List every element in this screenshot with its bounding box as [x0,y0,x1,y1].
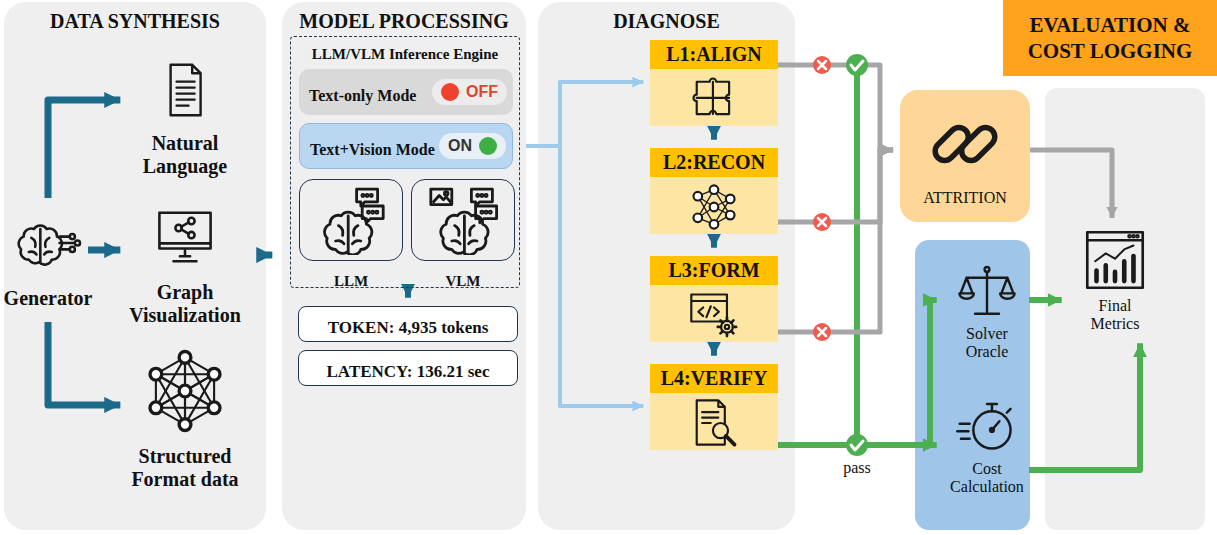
panel-ground [282,2,526,530]
node-label: Text-only Mode [309,78,416,105]
model-frame [299,179,403,261]
icon-chart [1082,227,1148,293]
fail-mark [813,56,831,74]
stat-box: LATENCY: 136.21 sec [298,350,518,386]
model-box: LLM [299,179,403,290]
flow-arrow [405,288,411,298]
icon-chain [923,105,1007,183]
icon-code [687,288,741,342]
section-title: EVALUATION & COST LOGGING [1013,12,1207,65]
flow-arrow [48,100,120,198]
evaluation-node: Cost Calculation [945,390,1029,500]
icon-net [143,349,227,433]
node-label: L3:FORM [650,256,778,285]
node-label: Natural Language [130,124,240,178]
icon-scale [957,261,1017,321]
flow-arrow [1029,297,1062,303]
flow-arrow [48,322,120,405]
generator-node: Generator [8,198,88,322]
edge-label-holder: pass [840,459,874,477]
edge-label: pass [840,459,874,477]
icon-gen [12,211,84,275]
flow-arrow [778,150,893,332]
level-box: L3:FORM [650,256,778,342]
node-label: Text+Vision Mode [310,132,435,159]
flow-arrow [711,234,717,248]
section-title: MODEL PROCESSING [282,2,526,33]
flow-arrow [1030,150,1112,218]
data-format: Structured Format data [130,340,240,500]
fail-mark [813,213,831,231]
flow-arrow [778,150,893,222]
panel-ground [1045,88,1205,530]
mode-toggle: Text+Vision ModeON [299,123,513,169]
level-box: L4:VERIFY [650,364,778,450]
section-title: DATA SYNTHESIS [4,2,266,33]
stage-panel: DATA SYNTHESIS Generator Natural LanguageG… [4,2,266,530]
icon-mon [149,205,221,269]
icon-vlm [425,185,501,255]
icon-nn [687,180,741,234]
flow-arrow [711,342,717,356]
pass-mark [846,54,868,76]
flow-arrow [88,247,120,254]
level-box: L2:RECON [650,148,778,234]
mode-toggle: Text-only Mode OFF [299,69,513,115]
flow-arrow [778,65,893,150]
data-format: Natural Language [130,60,240,178]
attrition-box: ATTRITION [900,90,1030,222]
model-frame [411,179,515,261]
flow-arrow [526,82,643,146]
toggle-state: OFF [432,79,507,105]
node-label: L1:ALIGN [650,40,778,69]
node-label: LATENCY: 136.21 sec [327,354,490,382]
flow-arrow [266,252,272,259]
flow-arrow [526,146,643,406]
icon-watch [956,394,1018,456]
engine-box: LLM/VLM Inference EngineText-only Mode OF… [290,36,520,288]
node-label: VLM [446,264,481,290]
level-box: L1:ALIGN [650,40,778,126]
stage-header: EVALUATION & COST LOGGING [1003,0,1217,76]
metrics-node: Final Metrics [1070,225,1160,335]
pass-mark [846,434,868,456]
node-label: L2:RECON [650,148,778,177]
flow-arrow [778,300,937,445]
node-label: Solver Oracle [945,325,1029,362]
stat-box: TOKEN: 4,935 tokens [298,306,518,342]
stage-panel: DIAGNOSE L1:ALIGN L2:RECON L3:FORM L4:VERIFY [538,2,795,530]
node-label: Structured Format data [130,437,240,491]
toggle-state: ON [439,133,506,159]
flow-arrow [1029,343,1140,470]
pass-line [854,65,860,445]
data-format: Graph Visualization [130,205,240,327]
model-box: VLM [411,179,515,290]
node-label: Graph Visualization [129,273,240,327]
icon-llm [313,185,389,255]
node-label: LLM/VLM Inference Engine [291,37,519,63]
node-label: Generator [4,279,93,310]
node-label: Cost Calculation [945,460,1029,497]
node-label: TOKEN: 4,935 tokens [328,310,489,338]
node-label: L4:VERIFY [650,364,778,393]
evaluation-node: Solver Oracle [945,256,1029,366]
icon-puz [687,72,741,126]
fail-mark [813,323,831,341]
icon-doc [155,60,215,120]
node-label: Final Metrics [1079,297,1151,334]
node-label: LLM [334,264,368,290]
node-label: ATTRITION [923,189,1007,207]
stage-panel: MODEL PROCESSINGLLM/VLM Inference Engine… [282,2,526,530]
section-title: DIAGNOSE [538,2,795,33]
panel-ground [4,2,266,530]
flow-arrow [711,126,717,140]
icon-ver [687,396,741,450]
